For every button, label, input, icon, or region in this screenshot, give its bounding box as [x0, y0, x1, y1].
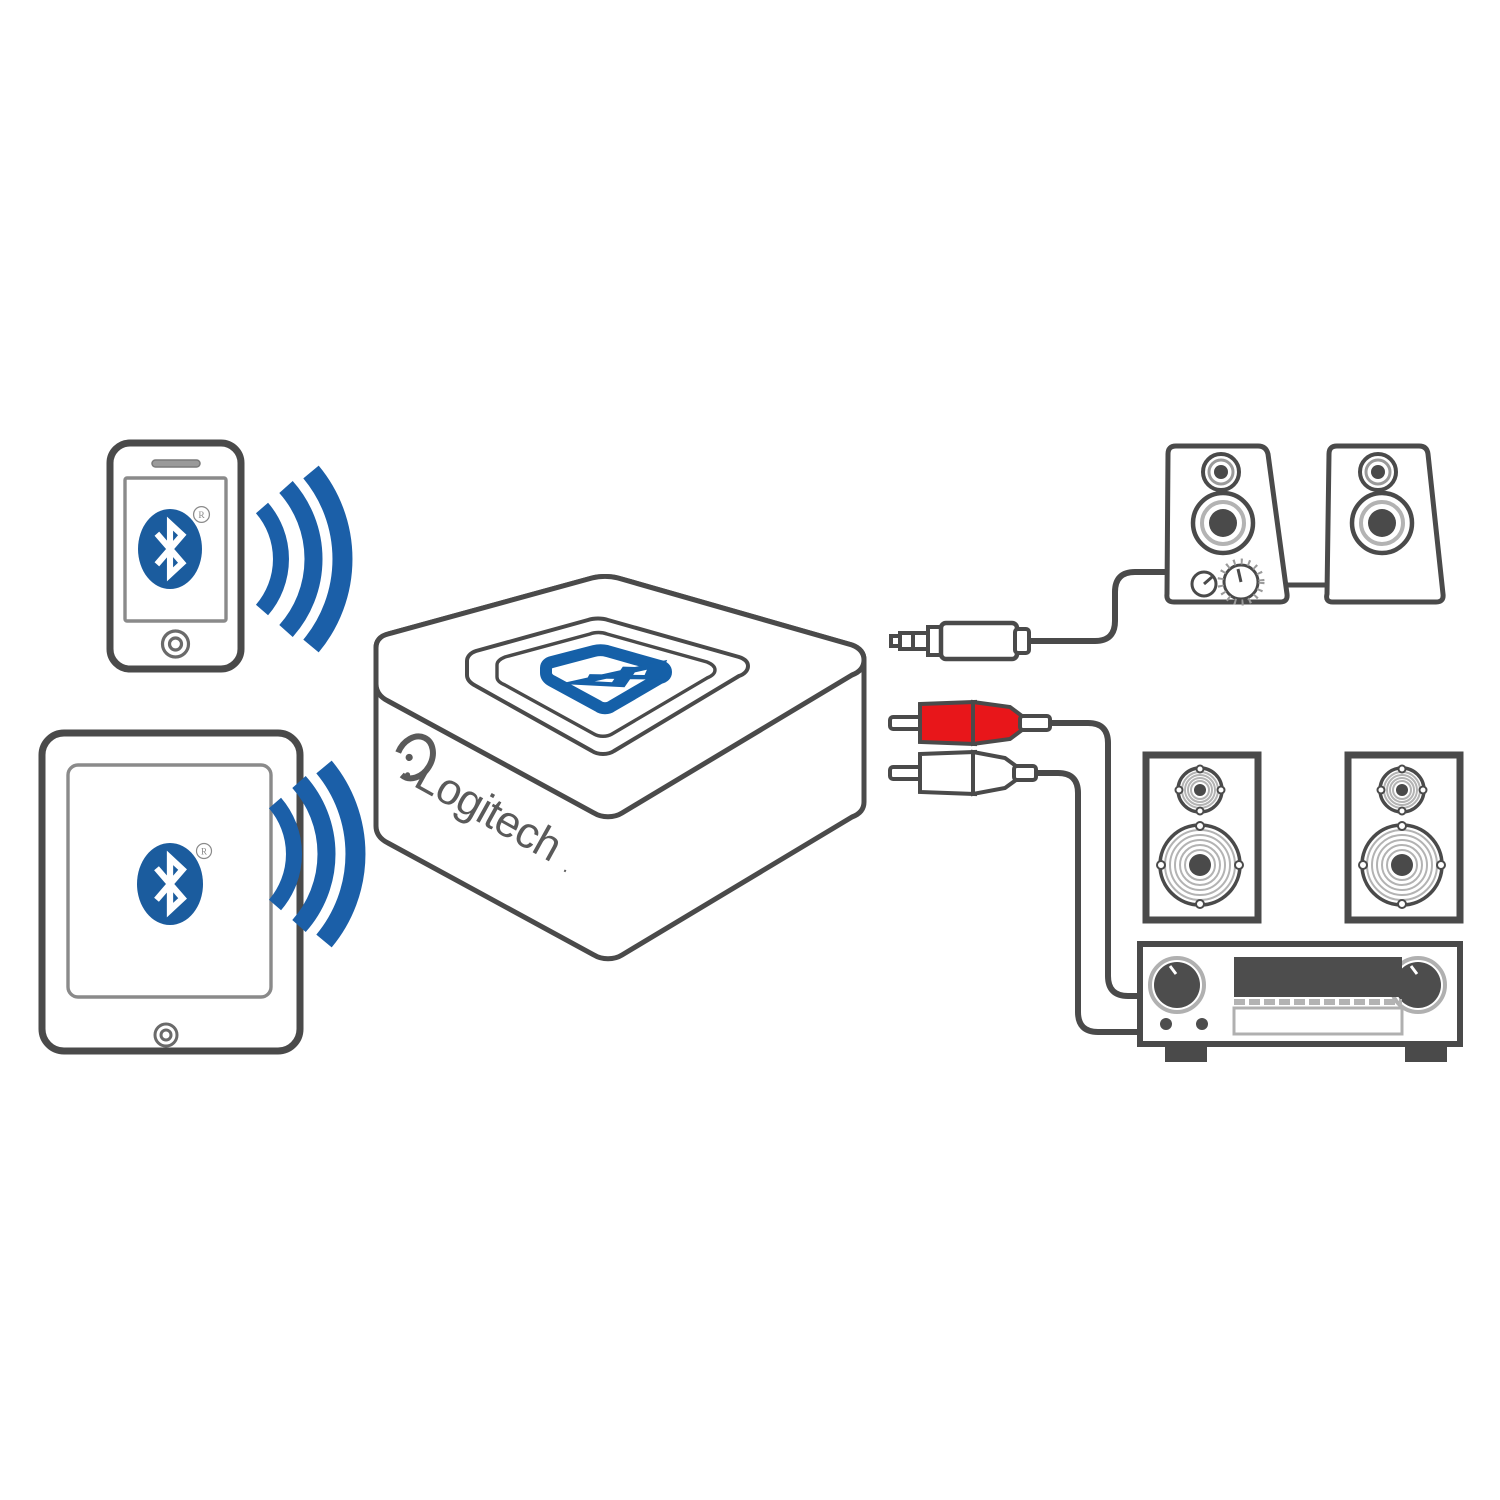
- rca-cable-left-wire: [1035, 770, 1140, 1035]
- phone-signal-waves: [255, 465, 353, 653]
- woofer: [1358, 821, 1446, 909]
- wave-arc-inner: [255, 502, 289, 616]
- logitech-logo-dot-small: [404, 772, 411, 778]
- rca-cable-left-path: [1035, 770, 1140, 1035]
- bookshelf-speaker-left[interactable]: [1142, 751, 1262, 924]
- phone-home-button-inner: [167, 636, 184, 652]
- wave-arc-outer: [303, 465, 353, 653]
- rca-cable-right-path: [1050, 720, 1140, 999]
- tweeter-dome: [1396, 784, 1408, 796]
- computer-speaker-right[interactable]: [1324, 443, 1446, 605]
- tweeter-dome: [1371, 465, 1385, 479]
- phone-earpiece-icon: [151, 459, 201, 468]
- aux-cable-wire: [1029, 569, 1175, 644]
- receiver-button-1[interactable]: [1160, 1018, 1172, 1030]
- power-knob-indicator: [1203, 575, 1213, 586]
- woofer-dome: [1368, 509, 1396, 537]
- bluetooth-icon: [138, 509, 202, 589]
- bluetooth-icon-glyph: [559, 659, 668, 688]
- rca-right-body: [971, 699, 1024, 747]
- volume-knob-indicator: [1409, 965, 1419, 975]
- aux-connector[interactable]: [889, 620, 1031, 662]
- rca-right-strain-relief: [1018, 714, 1052, 732]
- bluetooth-icon: [559, 659, 668, 688]
- bluetooth-audio-adapter[interactable]: Logitech ·: [373, 574, 867, 962]
- rca-right-pin: [888, 715, 924, 731]
- jack-strain-relief: [1013, 627, 1031, 655]
- bluetooth-pairing-button[interactable]: [540, 644, 677, 715]
- wave-arc-middle: [279, 481, 323, 637]
- woofer-dome: [1189, 854, 1211, 876]
- rca-left-strain-relief: [1012, 764, 1038, 782]
- wave-arc-middle: [292, 776, 336, 932]
- logitech-logo-icon: [395, 733, 436, 782]
- tweeter-dome: [1214, 465, 1228, 479]
- rca-connector-right[interactable]: [888, 699, 1052, 747]
- wave-arc-inner: [268, 797, 302, 911]
- receiver-foot-left: [1165, 1044, 1207, 1062]
- rca-left-collar: [918, 749, 977, 797]
- woofer-dome: [1391, 854, 1413, 876]
- logitech-logo-ring: [395, 733, 436, 782]
- wave-arc-outer: [316, 760, 366, 948]
- tablet-signal-waves: [268, 760, 366, 948]
- volume-knob-ridges: [1217, 558, 1265, 606]
- tablet-home-button-inner: [159, 1028, 173, 1042]
- tweeter-dome: [1194, 784, 1206, 796]
- receiver-button-2[interactable]: [1196, 1018, 1208, 1030]
- av-receiver[interactable]: [1137, 941, 1463, 1062]
- input-selector-knob[interactable]: [1148, 956, 1206, 1014]
- bluetooth-pairing-button-ring: [540, 644, 673, 715]
- jack-barrel: [938, 620, 1020, 662]
- bookshelf-speaker-right[interactable]: [1344, 751, 1464, 924]
- 3.5mm-jack-icon: [889, 620, 1031, 662]
- power-knob[interactable]: [1190, 570, 1218, 598]
- tweeter: [1174, 764, 1226, 816]
- volume-knob[interactable]: [1217, 558, 1265, 606]
- rca-left-pin: [888, 765, 924, 781]
- input-selector-knob-body: [1154, 962, 1200, 1008]
- rca-connector-left[interactable]: [888, 749, 1038, 797]
- volume-knob[interactable]: [1389, 956, 1447, 1014]
- tablet[interactable]: [38, 729, 304, 1055]
- rca-right-collar: [918, 699, 977, 747]
- tweeter: [1376, 764, 1428, 816]
- receiver-display: [1234, 957, 1402, 997]
- smartphone[interactable]: [106, 439, 245, 673]
- woofer: [1156, 821, 1244, 909]
- receiver-foot-right: [1405, 1044, 1447, 1062]
- rca-cable-right-wire: [1050, 720, 1140, 999]
- computer-speaker-left[interactable]: [1164, 443, 1290, 606]
- volume-knob-body: [1395, 962, 1441, 1008]
- volume-knob-indicator: [1236, 568, 1243, 583]
- aux-cable: [1029, 569, 1175, 644]
- receiver-lower-panel: [1232, 1006, 1404, 1036]
- input-selector-knob-indicator: [1168, 965, 1178, 975]
- logitech-logo-dot: [405, 753, 413, 762]
- woofer-dome: [1209, 509, 1237, 537]
- bluetooth-icon: [137, 843, 203, 925]
